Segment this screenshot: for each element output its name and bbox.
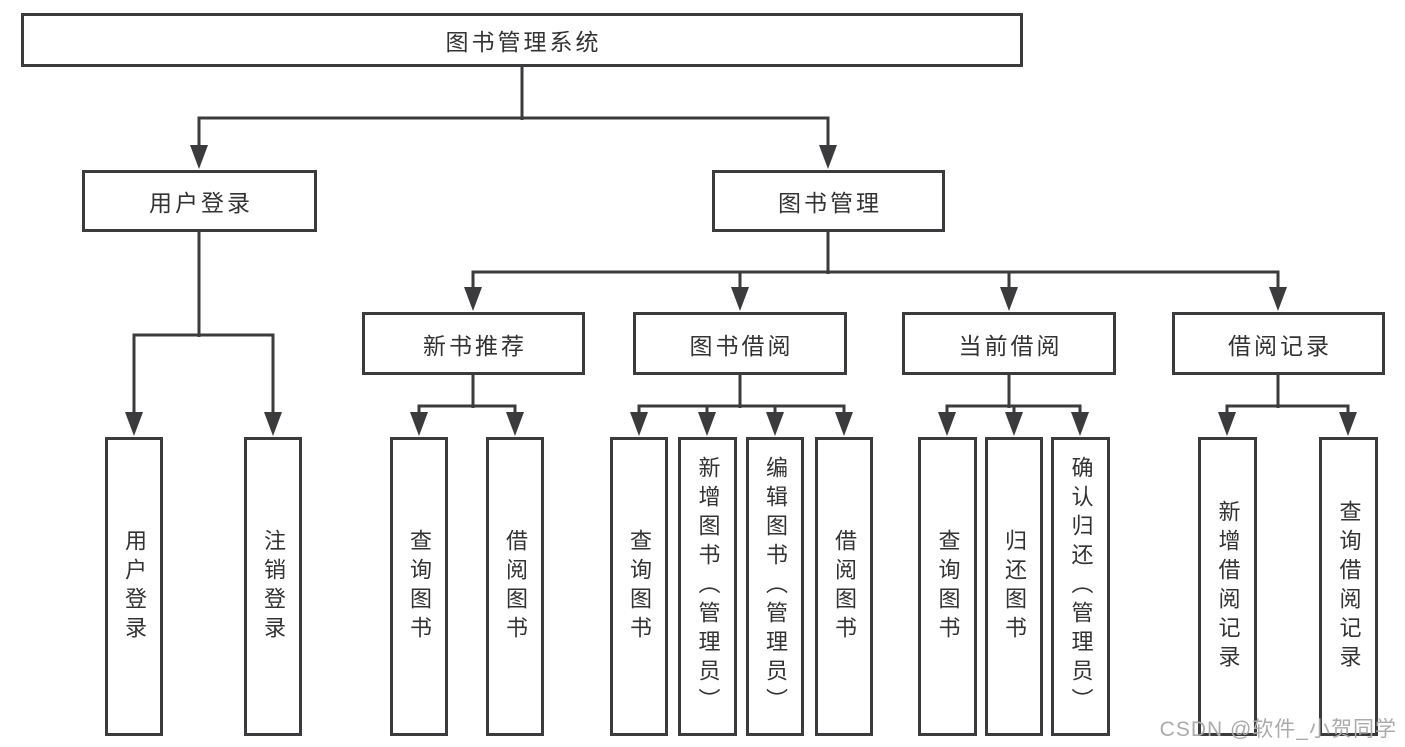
node-leaf-query-books-recommend-label: 查询图书 [407,528,432,645]
node-borrowing-records-label: 借阅记录 [1228,332,1332,359]
node-leaf-add-borrow-record: 新增借阅记录 [1198,437,1257,736]
node-leaf-query-borrow-record: 查询借阅记录 [1319,437,1378,736]
node-leaf-query-books-current: 查询图书 [918,437,977,736]
node-leaf-query-borrow-record-label: 查询借阅记录 [1336,499,1362,674]
node-leaf-edit-books-admin-label: 编辑图书（管理员） [763,456,788,717]
node-leaf-user-login-label: 用户登录 [122,528,147,645]
node-leaf-borrow-books-borrowing-label: 借阅图书 [832,528,857,645]
connector-current-borrowing-to-leaves [938,374,1089,436]
node-leaf-confirm-return-admin-label: 确认归还（管理员） [1068,456,1094,717]
node-leaf-confirm-return-admin: 确认归还（管理员） [1051,437,1110,736]
node-leaf-user-login: 用户登录 [105,437,163,736]
node-leaf-return-books-label: 归还图书 [1002,528,1027,645]
node-book-management: 图书管理 [712,170,945,232]
node-current-borrowing-label: 当前借阅 [958,332,1063,359]
node-leaf-logout-label: 注销登录 [261,528,286,645]
node-user-login-label: 用户登录 [149,190,253,216]
node-book-borrowing-label: 图书借阅 [689,332,794,359]
node-leaf-return-books: 归还图书 [985,437,1043,736]
watermark-text: CSDN @软件_小贺同学 [1159,718,1397,741]
node-book-borrowing: 图书借阅 [633,312,847,375]
node-new-book-recommend: 新书推荐 [362,312,585,375]
node-leaf-query-books-borrowing-label: 查询图书 [627,528,652,645]
node-leaf-borrow-books-recommend-label: 借阅图书 [503,528,528,645]
node-leaf-add-books-admin-label: 新增图书（管理员） [695,456,721,717]
connector-new-book-recommend-to-leaves [410,374,524,436]
node-leaf-logout: 注销登录 [244,437,302,736]
node-leaf-query-books-borrowing: 查询图书 [610,437,668,736]
node-root: 图书管理系统 [21,13,1023,67]
node-leaf-add-borrow-record-label: 新增借阅记录 [1215,499,1241,674]
node-user-login: 用户登录 [82,170,317,232]
connector-borrowing-records-to-leaves [1218,374,1357,436]
node-leaf-edit-books-admin: 编辑图书（管理员） [746,437,804,736]
node-borrowing-records: 借阅记录 [1172,312,1385,375]
connector-user-login-to-leaves [125,231,282,436]
node-current-borrowing: 当前借阅 [902,312,1116,375]
node-leaf-borrow-books-recommend: 借阅图书 [486,437,544,736]
connector-root-to-level1 [190,66,837,169]
connector-book-borrowing-to-leaves [630,374,853,436]
node-root-label: 图书管理系统 [445,29,602,55]
connector-book-management-to-level2 [464,231,1287,311]
node-leaf-add-books-admin: 新增图书（管理员） [678,437,737,736]
node-leaf-query-books-recommend: 查询图书 [390,437,448,736]
node-leaf-query-books-current-label: 查询图书 [935,528,961,645]
node-new-book-recommend-label: 新书推荐 [423,332,527,359]
node-leaf-borrow-books-borrowing: 借阅图书 [815,437,873,736]
node-book-management-label: 图书管理 [778,190,882,216]
